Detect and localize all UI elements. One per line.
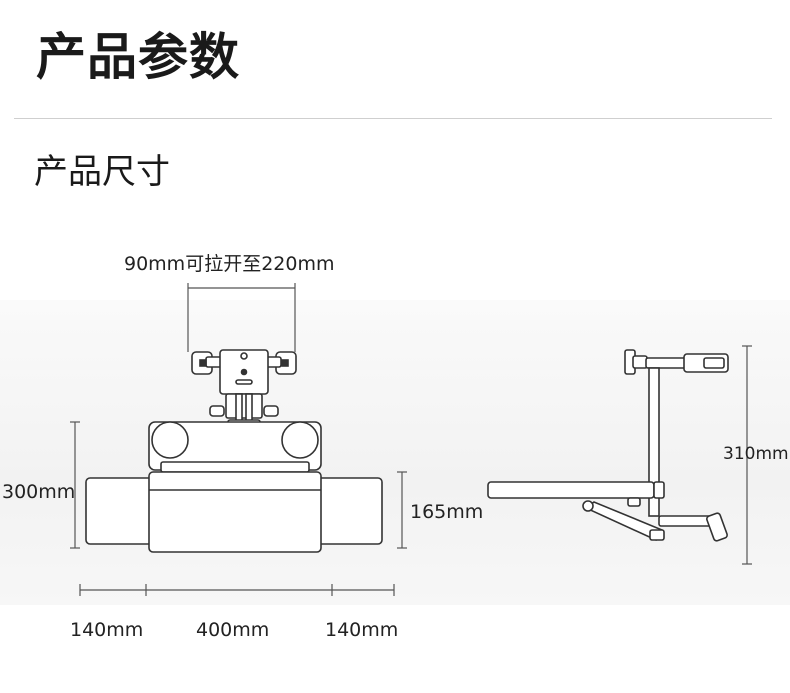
height-label-165: 165mm: [410, 501, 484, 523]
height-dimension-300: [70, 421, 80, 549]
clamp-arms: [191, 351, 297, 375]
height-dimension-310: [742, 345, 752, 565]
side-tray: [487, 481, 655, 499]
page-title: 产品参数: [36, 28, 240, 86]
bottom-dimension: [79, 584, 395, 596]
divider: [14, 118, 772, 119]
bottom-label-middle: 400mm: [196, 619, 270, 641]
height-label-300: 300mm: [2, 481, 76, 503]
height-label-310: 310mm: [723, 444, 789, 464]
top-width-dimension: [187, 283, 296, 352]
side-view: [487, 349, 729, 542]
section-title: 产品尺寸: [34, 152, 170, 192]
front-view: [85, 283, 383, 553]
top-width-label: 90mm可拉开至220mm: [124, 253, 335, 275]
bottom-label-left: 140mm: [70, 619, 144, 641]
height-dimension-165: [397, 471, 407, 549]
bottom-label-right: 140mm: [325, 619, 399, 641]
bottom-knob: [706, 512, 728, 542]
main-tray-front: [148, 471, 322, 553]
left-cup-holder: [151, 421, 189, 459]
vertical-pole: [648, 367, 660, 517]
right-cup-holder: [281, 421, 319, 459]
